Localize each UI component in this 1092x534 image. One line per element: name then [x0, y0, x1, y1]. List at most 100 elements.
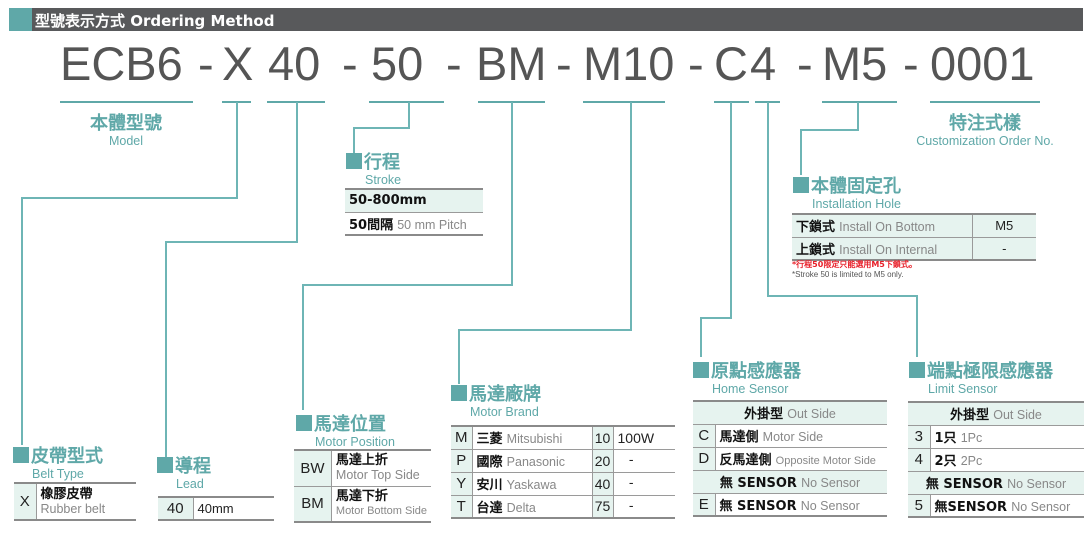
- table-row: 5 無SENSOR No Sensor: [908, 494, 1084, 517]
- table-row: M 三菱 Mitsubishi 10 100W: [451, 426, 675, 450]
- table-row: 外掛型 Out Side: [693, 401, 887, 425]
- square-bullet-icon: [793, 177, 809, 193]
- row-power: -: [613, 449, 675, 473]
- square-bullet-icon: [346, 153, 362, 169]
- row-zh: 反馬達側: [719, 453, 772, 468]
- connector-line: [857, 102, 859, 131]
- table-row: 40 40mm: [158, 497, 274, 520]
- table-row: 4 2只 2Pc: [908, 448, 1084, 472]
- code-motor-position: BM: [476, 37, 547, 90]
- limit-sensor-table: 外掛型 Out Side 3 1只 1Pc 4 2只 2Pc 無 SENSOR …: [908, 401, 1084, 518]
- table-row: P 國際 Panasonic 20 -: [451, 449, 675, 473]
- group-zh: 無 SENSOR: [925, 477, 1003, 492]
- connector-line: [767, 102, 769, 297]
- connector-line: [236, 102, 238, 199]
- underline-motor-brand: [583, 101, 665, 103]
- motor-brand-section-title: 馬達廠牌 Motor Brand: [451, 380, 541, 419]
- lead-title-zh: 導程: [175, 456, 211, 477]
- row-code: 20: [592, 449, 614, 473]
- connector-line: [511, 102, 513, 286]
- group-en: Out Side: [787, 407, 836, 422]
- row-zh: 國際: [476, 455, 503, 470]
- install-hole-title-zh: 本體固定孔: [811, 176, 901, 197]
- row-key: 5: [908, 494, 931, 517]
- row-value: 40mm: [197, 501, 234, 516]
- install-hole-table: 下鎖式 Install On Bottom M5 上鎖式 Install On …: [792, 213, 1036, 261]
- code-install-hole: M5: [822, 37, 888, 90]
- stroke-pitch-en: 50 mm Pitch: [397, 217, 467, 232]
- connector-line: [353, 127, 410, 129]
- row-en: No Sensor: [800, 498, 860, 513]
- row-zh: 2只: [934, 454, 957, 469]
- code-separator: -: [446, 37, 462, 90]
- row-zh: 無 SENSOR: [719, 498, 797, 514]
- connector-line: [165, 241, 167, 457]
- group-en: No Sensor: [1007, 477, 1067, 491]
- row-value: M5: [971, 214, 1036, 238]
- row-zh: 橡膠皮帶: [40, 486, 93, 502]
- connector-line: [800, 129, 859, 131]
- connector-line: [630, 102, 632, 331]
- header-title: 型號表示方式 Ordering Method: [35, 12, 275, 30]
- code-stroke: 50: [371, 37, 424, 90]
- square-bullet-icon: [693, 362, 709, 378]
- stroke-range: 50-800mm: [345, 189, 483, 213]
- limit-sensor-title-zh: 端點極限感應器: [927, 361, 1053, 382]
- square-bullet-icon: [296, 415, 312, 431]
- code-model: ECB6: [60, 37, 183, 90]
- row-key: C: [693, 424, 716, 448]
- model-label: 本體型號 Model: [73, 109, 179, 148]
- table-row: Y 安川 Yaskawa 40 -: [451, 472, 675, 496]
- row-en: Motor Bottom Side: [335, 504, 427, 517]
- header-accent-block: [9, 8, 32, 31]
- code-belt: X: [222, 37, 254, 90]
- connector-line: [296, 102, 298, 243]
- connector-line: [458, 329, 632, 331]
- install-hole-section-title: 本體固定孔 Installation Hole: [793, 172, 901, 211]
- row-zh: 馬達側: [719, 430, 759, 445]
- row-zh: 安川: [476, 478, 503, 493]
- row-key: M: [451, 426, 473, 450]
- connector-line: [458, 329, 460, 384]
- lead-table: 40 40mm: [158, 496, 274, 521]
- row-zh: 三菱: [476, 432, 503, 448]
- code-motor-brand: M10: [583, 37, 675, 90]
- row-key: BM: [294, 486, 332, 522]
- motor-brand-table: M 三菱 Mitsubishi 10 100W P 國際 Panasonic 2…: [451, 425, 675, 519]
- belt-type-title-zh: 皮帶型式: [31, 446, 103, 467]
- square-bullet-icon: [909, 362, 925, 378]
- home-sensor-title-zh: 原點感應器: [711, 361, 801, 382]
- home-sensor-table: 外掛型 Out Side C 馬達側 Motor Side D 反馬達側 Opp…: [693, 400, 887, 517]
- table-row: C 馬達側 Motor Side: [693, 424, 887, 448]
- row-power: -: [628, 498, 634, 514]
- home-sensor-title-en: Home Sensor: [712, 382, 789, 396]
- row-value: -: [971, 237, 1036, 260]
- underline-custom: [930, 101, 1040, 103]
- row-key: Y: [451, 472, 473, 496]
- lead-section-title: 導程 Lead: [157, 452, 211, 491]
- code-separator: -: [342, 37, 358, 90]
- connector-line: [353, 127, 355, 153]
- row-zh: 下鎖式: [796, 220, 836, 236]
- stroke-table: 50-800mm 50間隔 50 mm Pitch: [345, 188, 483, 236]
- connector-line: [916, 295, 918, 357]
- stroke-section-title: 行程 Stroke: [346, 148, 401, 187]
- square-bullet-icon: [157, 457, 173, 473]
- motor-brand-title-en: Motor Brand: [470, 405, 539, 419]
- square-bullet-icon: [13, 447, 29, 463]
- underline-model: [60, 101, 193, 103]
- row-code: 40: [592, 472, 614, 496]
- note-en: *Stroke 50 is limited to M5 only.: [792, 270, 904, 279]
- row-key: E: [693, 493, 716, 516]
- code-separator: -: [688, 37, 704, 90]
- row-key: 40: [158, 497, 194, 520]
- install-hole-title-en: Installation Hole: [812, 197, 901, 211]
- code-lead: 40: [268, 37, 321, 90]
- table-row: 3 1只 1Pc: [908, 425, 1084, 449]
- row-power: -: [613, 472, 675, 496]
- row-zh: 台達: [476, 500, 503, 516]
- connector-line: [408, 102, 410, 129]
- code-limit-sensor: 4: [750, 37, 777, 90]
